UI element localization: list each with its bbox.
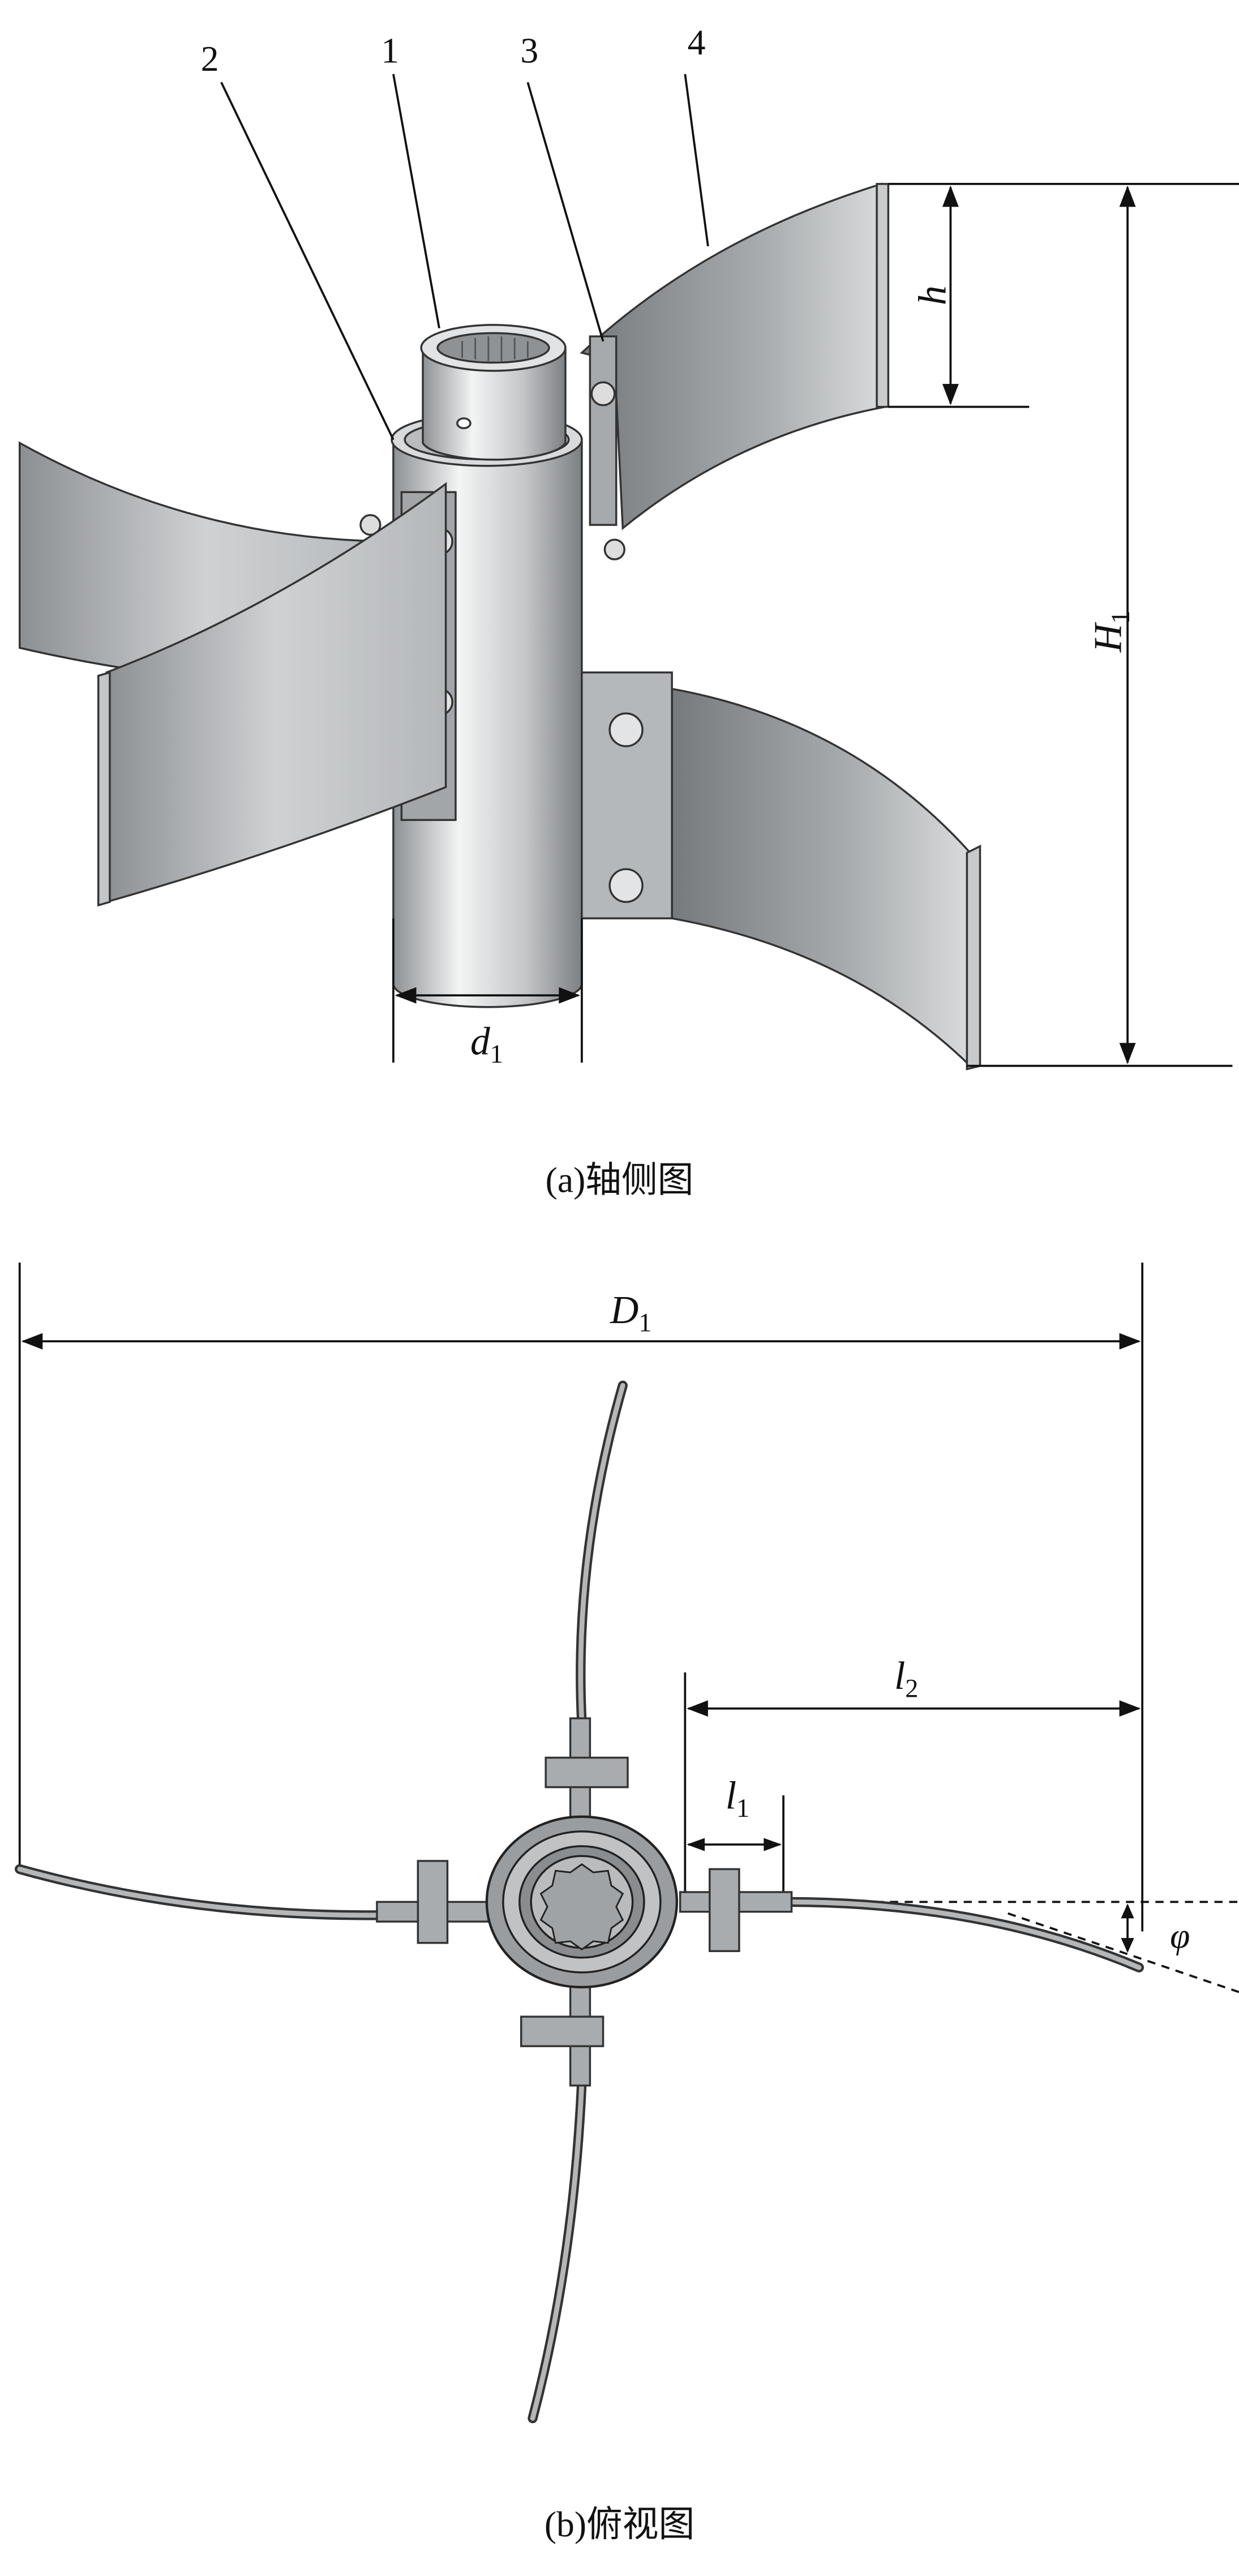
dim-l2-label: l2	[894, 1654, 918, 1703]
caption-a: (a)轴侧图	[546, 1160, 694, 1200]
hub-top-view	[485, 1815, 679, 1989]
dimension-lines-a	[392, 182, 1239, 1067]
dim-h-label: h	[911, 285, 955, 305]
dim-l1-label: l1	[726, 1774, 749, 1822]
part-label-1: 1	[381, 31, 399, 71]
blade-bottom-right	[671, 687, 971, 1068]
caption-b: (b)俯视图	[545, 2504, 694, 2544]
dim-H1-label: H1	[1087, 611, 1135, 653]
bolt-icon	[590, 381, 625, 560]
part-label-2: 2	[201, 38, 219, 79]
blade-top-right	[580, 182, 886, 530]
top-view: D1 l2 l1 φ (b)俯视图	[15, 1263, 1239, 2544]
angle-phi-label: φ	[1170, 1915, 1190, 1955]
bolt-icon	[608, 712, 644, 903]
isometric-view: 2 1 3 4 h H1 d1 (a)轴侧图	[19, 22, 1239, 1200]
part-label-3: 3	[520, 31, 538, 71]
blade-left-front	[105, 482, 447, 904]
bracket-3	[589, 335, 618, 526]
dim-D1-label: D1	[610, 1289, 651, 1337]
dim-d1-label: d1	[470, 1020, 503, 1068]
part-label-4: 4	[688, 22, 706, 62]
shaft-1	[422, 346, 567, 461]
svg-text:H1: H1	[1087, 611, 1135, 653]
